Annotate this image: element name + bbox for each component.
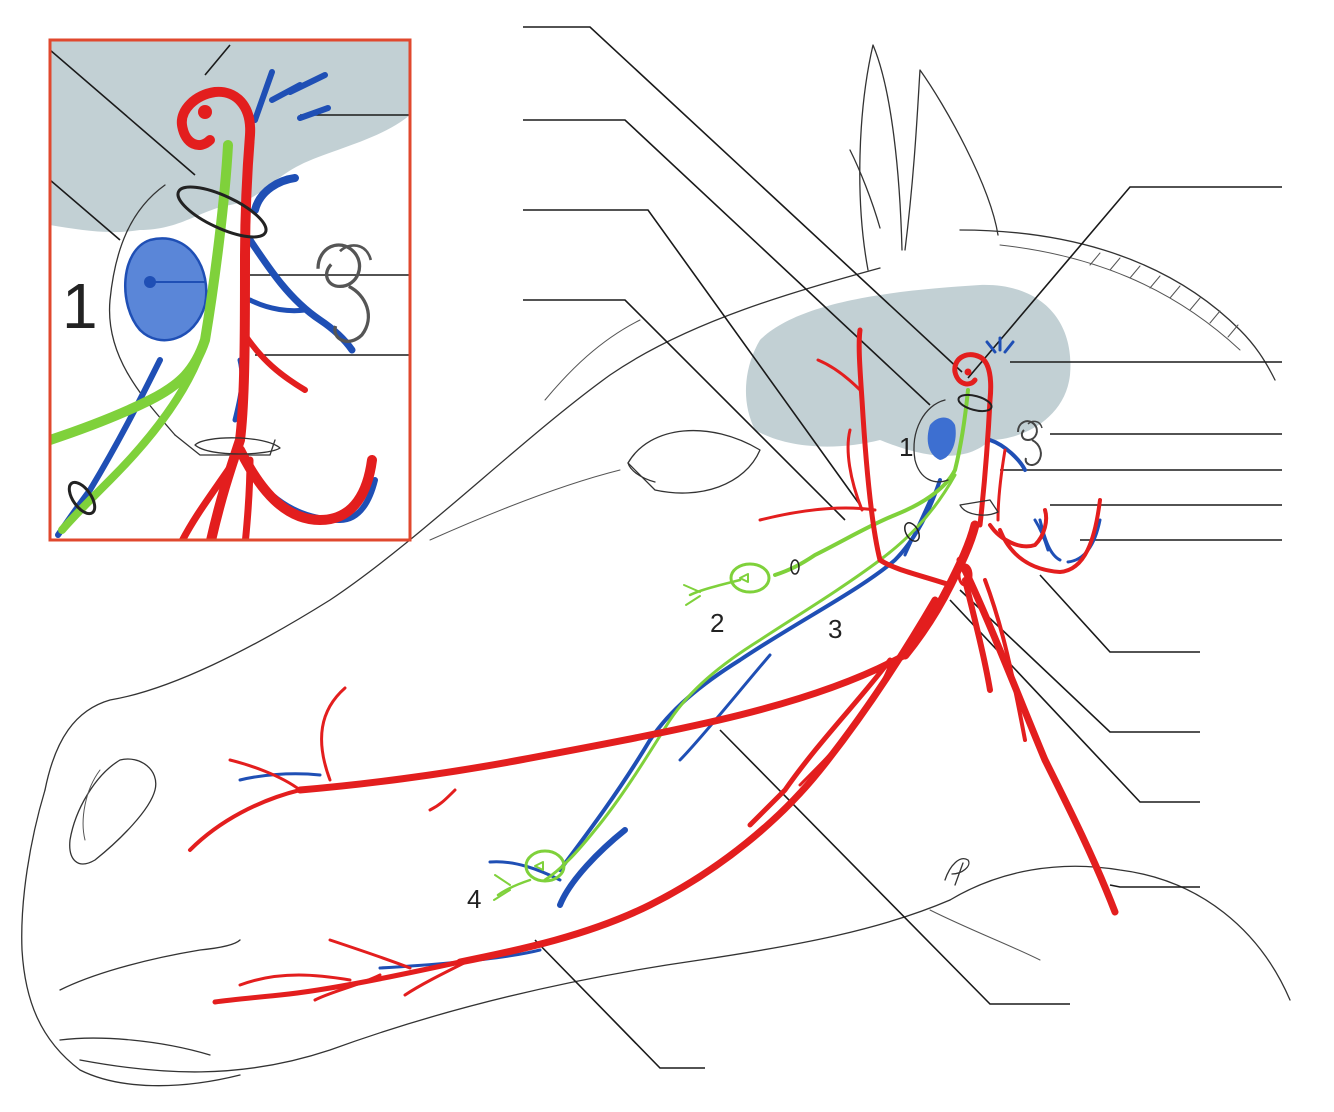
ganglion-icon — [524, 849, 566, 883]
inset-frame — [48, 38, 412, 542]
label-number-3: 3 — [828, 614, 842, 644]
inner-ear-icon — [316, 243, 373, 343]
head-outline — [21, 44, 1291, 1087]
inset-label-number-1: 1 — [62, 270, 98, 342]
label-leader-lines — [523, 26, 1282, 1069]
parotid-gland-region — [745, 284, 1071, 456]
veins — [238, 336, 1102, 970]
signature-mark-icon — [944, 858, 970, 886]
numbered-labels: 1 2 3 4 — [467, 432, 913, 914]
guttural-pouch-region — [913, 393, 999, 516]
nerves — [493, 388, 970, 901]
inset-detail: 1 — [48, 38, 412, 542]
label-number-1: 1 — [899, 432, 913, 462]
inner-ear-icon — [1017, 420, 1043, 466]
label-number-2: 2 — [710, 608, 724, 638]
label-number-4: 4 — [467, 884, 481, 914]
ganglion-icon — [729, 562, 771, 594]
